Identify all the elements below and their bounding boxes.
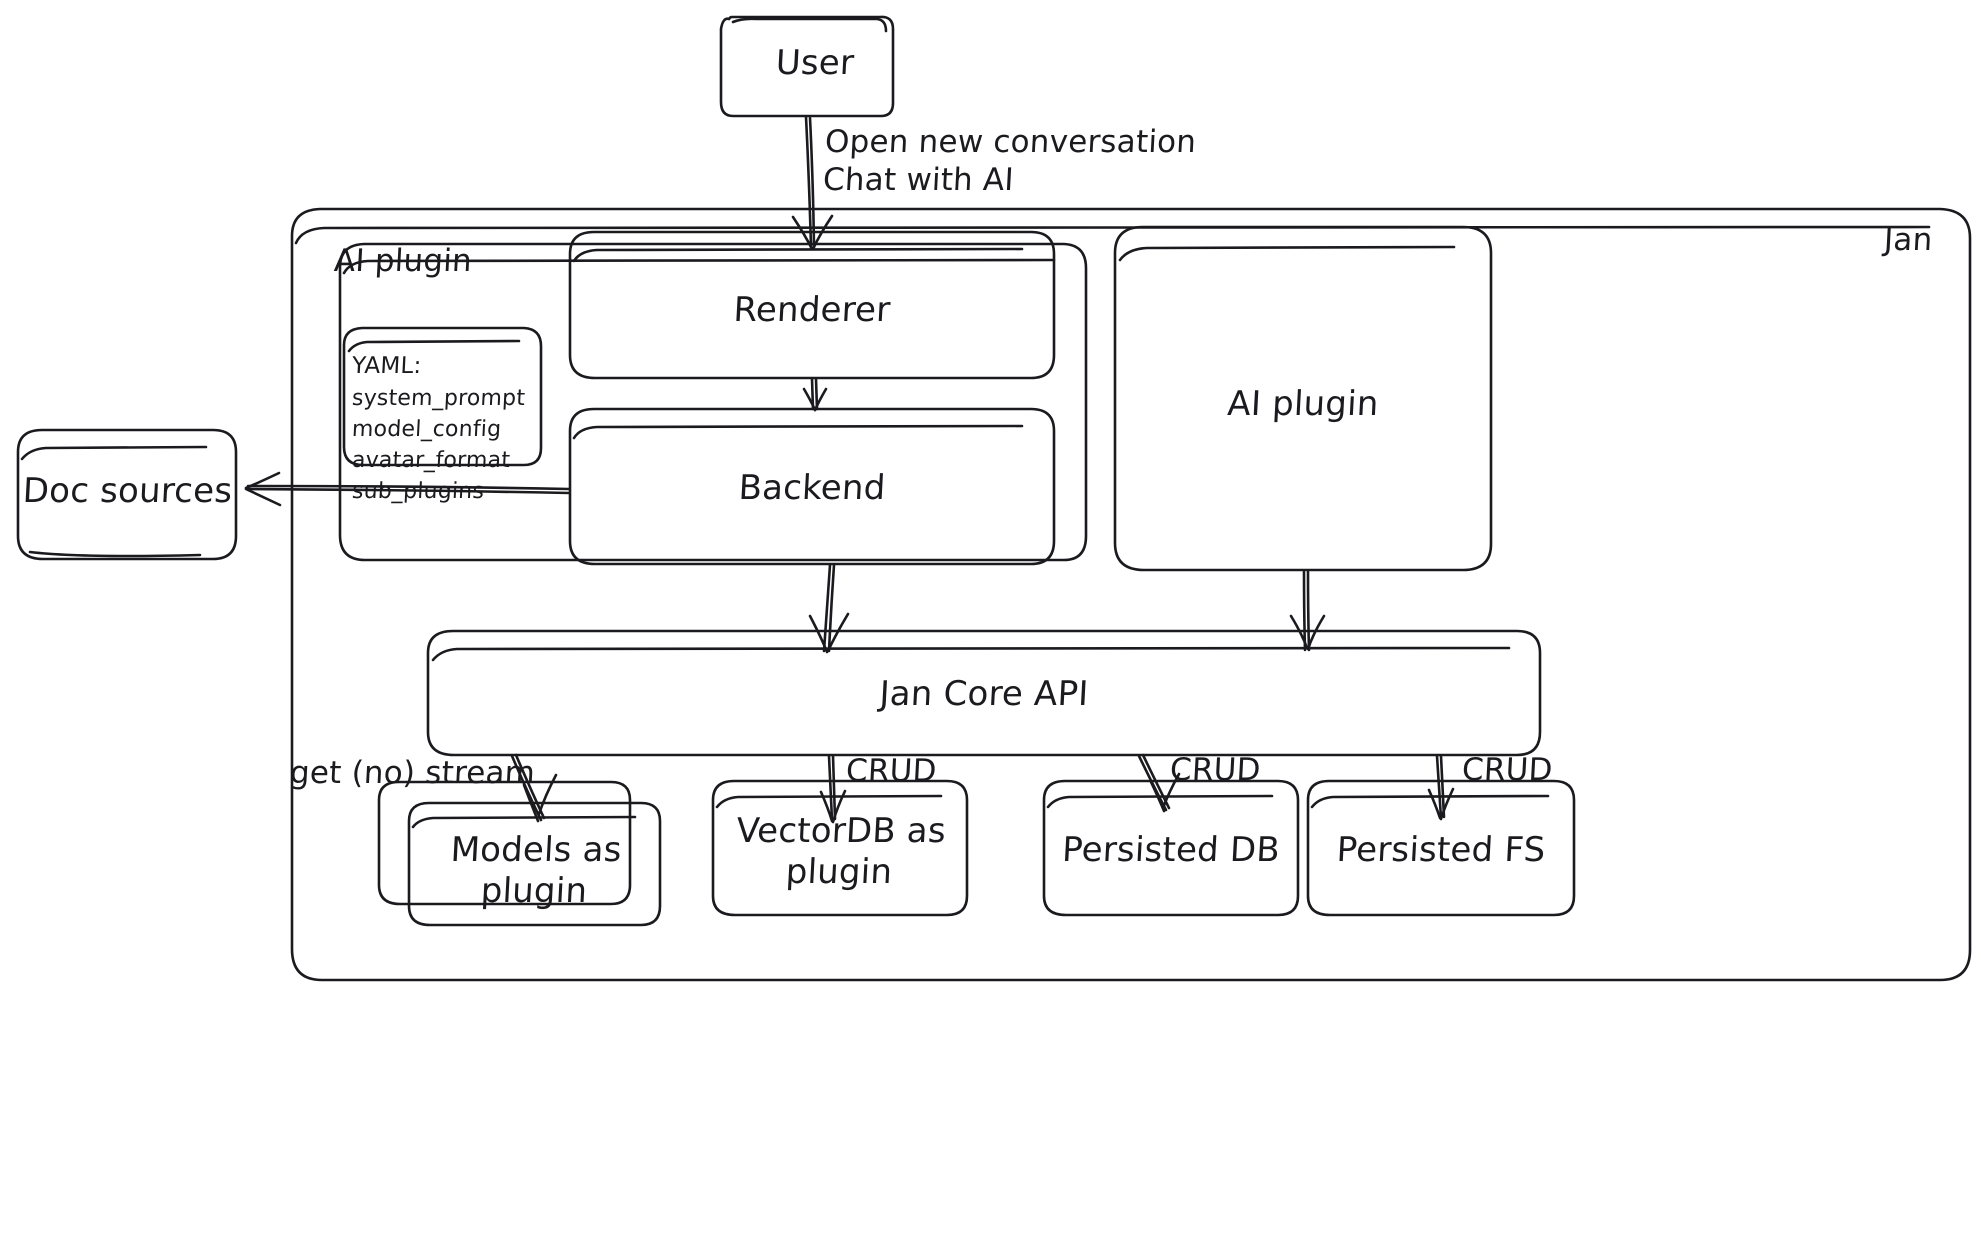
renderer-box-shape xyxy=(568,230,1056,380)
arrow-core-api-to-persisted-fs xyxy=(1427,754,1455,821)
doc-sources-box-shape xyxy=(16,428,238,561)
arrow-user-to-renderer xyxy=(791,115,834,251)
jan-core-api-label: Jan Core API xyxy=(878,674,1090,714)
jan-container-shape xyxy=(290,207,1972,982)
arrow-backend-to-doc-sources xyxy=(244,471,571,507)
persisted-fs-label: Persisted FS xyxy=(1335,830,1547,870)
jan-core-api-box-shape xyxy=(426,629,1542,757)
edge-label-crud-persisted-db: CRUD xyxy=(1169,752,1262,788)
arrow-core-api-to-models xyxy=(510,753,558,823)
jan-container-label: Jan xyxy=(1883,222,1934,258)
edge-label-get-no-stream: get (no) stream xyxy=(289,755,537,791)
user-label: User xyxy=(774,43,856,83)
ai-plugin-right-label: AI plugin xyxy=(1226,384,1380,424)
doc-sources-label: Doc sources xyxy=(21,471,234,511)
edge-label-crud-persisted-fs: CRUD xyxy=(1461,752,1554,788)
edge-label-crud-vectordb: CRUD xyxy=(845,753,938,789)
persisted-db-label: Persisted DB xyxy=(1061,830,1281,870)
edge-label-user-to-renderer: Open new conversation Chat with AI xyxy=(822,124,1198,198)
yaml-card: YAML: system_prompt model_config avatar_… xyxy=(351,352,532,504)
ai-plugin-right-box-shape xyxy=(1113,225,1493,572)
persisted-db-box-shape xyxy=(1042,779,1300,917)
yaml-card-shape xyxy=(342,326,543,467)
yaml-item: avatar_format xyxy=(351,448,511,474)
persisted-fs-box-shape xyxy=(1306,779,1576,917)
yaml-heading: YAML: xyxy=(351,353,423,379)
yaml-item: sub_plugins xyxy=(351,479,485,505)
arrow-backend-to-core-api xyxy=(808,563,850,654)
arrow-renderer-to-backend xyxy=(802,377,828,412)
vectordb-label: VectorDB as plugin xyxy=(735,811,947,893)
arrow-core-api-to-persisted-db xyxy=(1137,753,1181,813)
ai-plugin-group-label: AI plugin xyxy=(333,243,473,279)
models-box-shape xyxy=(377,780,662,927)
arrow-core-api-to-vectordb xyxy=(819,754,847,824)
user-box-shape xyxy=(719,15,895,118)
yaml-item: system_prompt xyxy=(351,386,526,412)
arrow-ai-plugin-to-core-api xyxy=(1289,570,1326,652)
backend-box-shape xyxy=(568,407,1056,566)
backend-label: Backend xyxy=(737,468,887,508)
yaml-item: model_config xyxy=(351,417,502,443)
renderer-label: Renderer xyxy=(732,290,892,330)
vectordb-box-shape xyxy=(711,779,969,917)
ai-plugin-group-shape xyxy=(338,242,1088,562)
models-label: Models as plugin xyxy=(449,830,623,912)
